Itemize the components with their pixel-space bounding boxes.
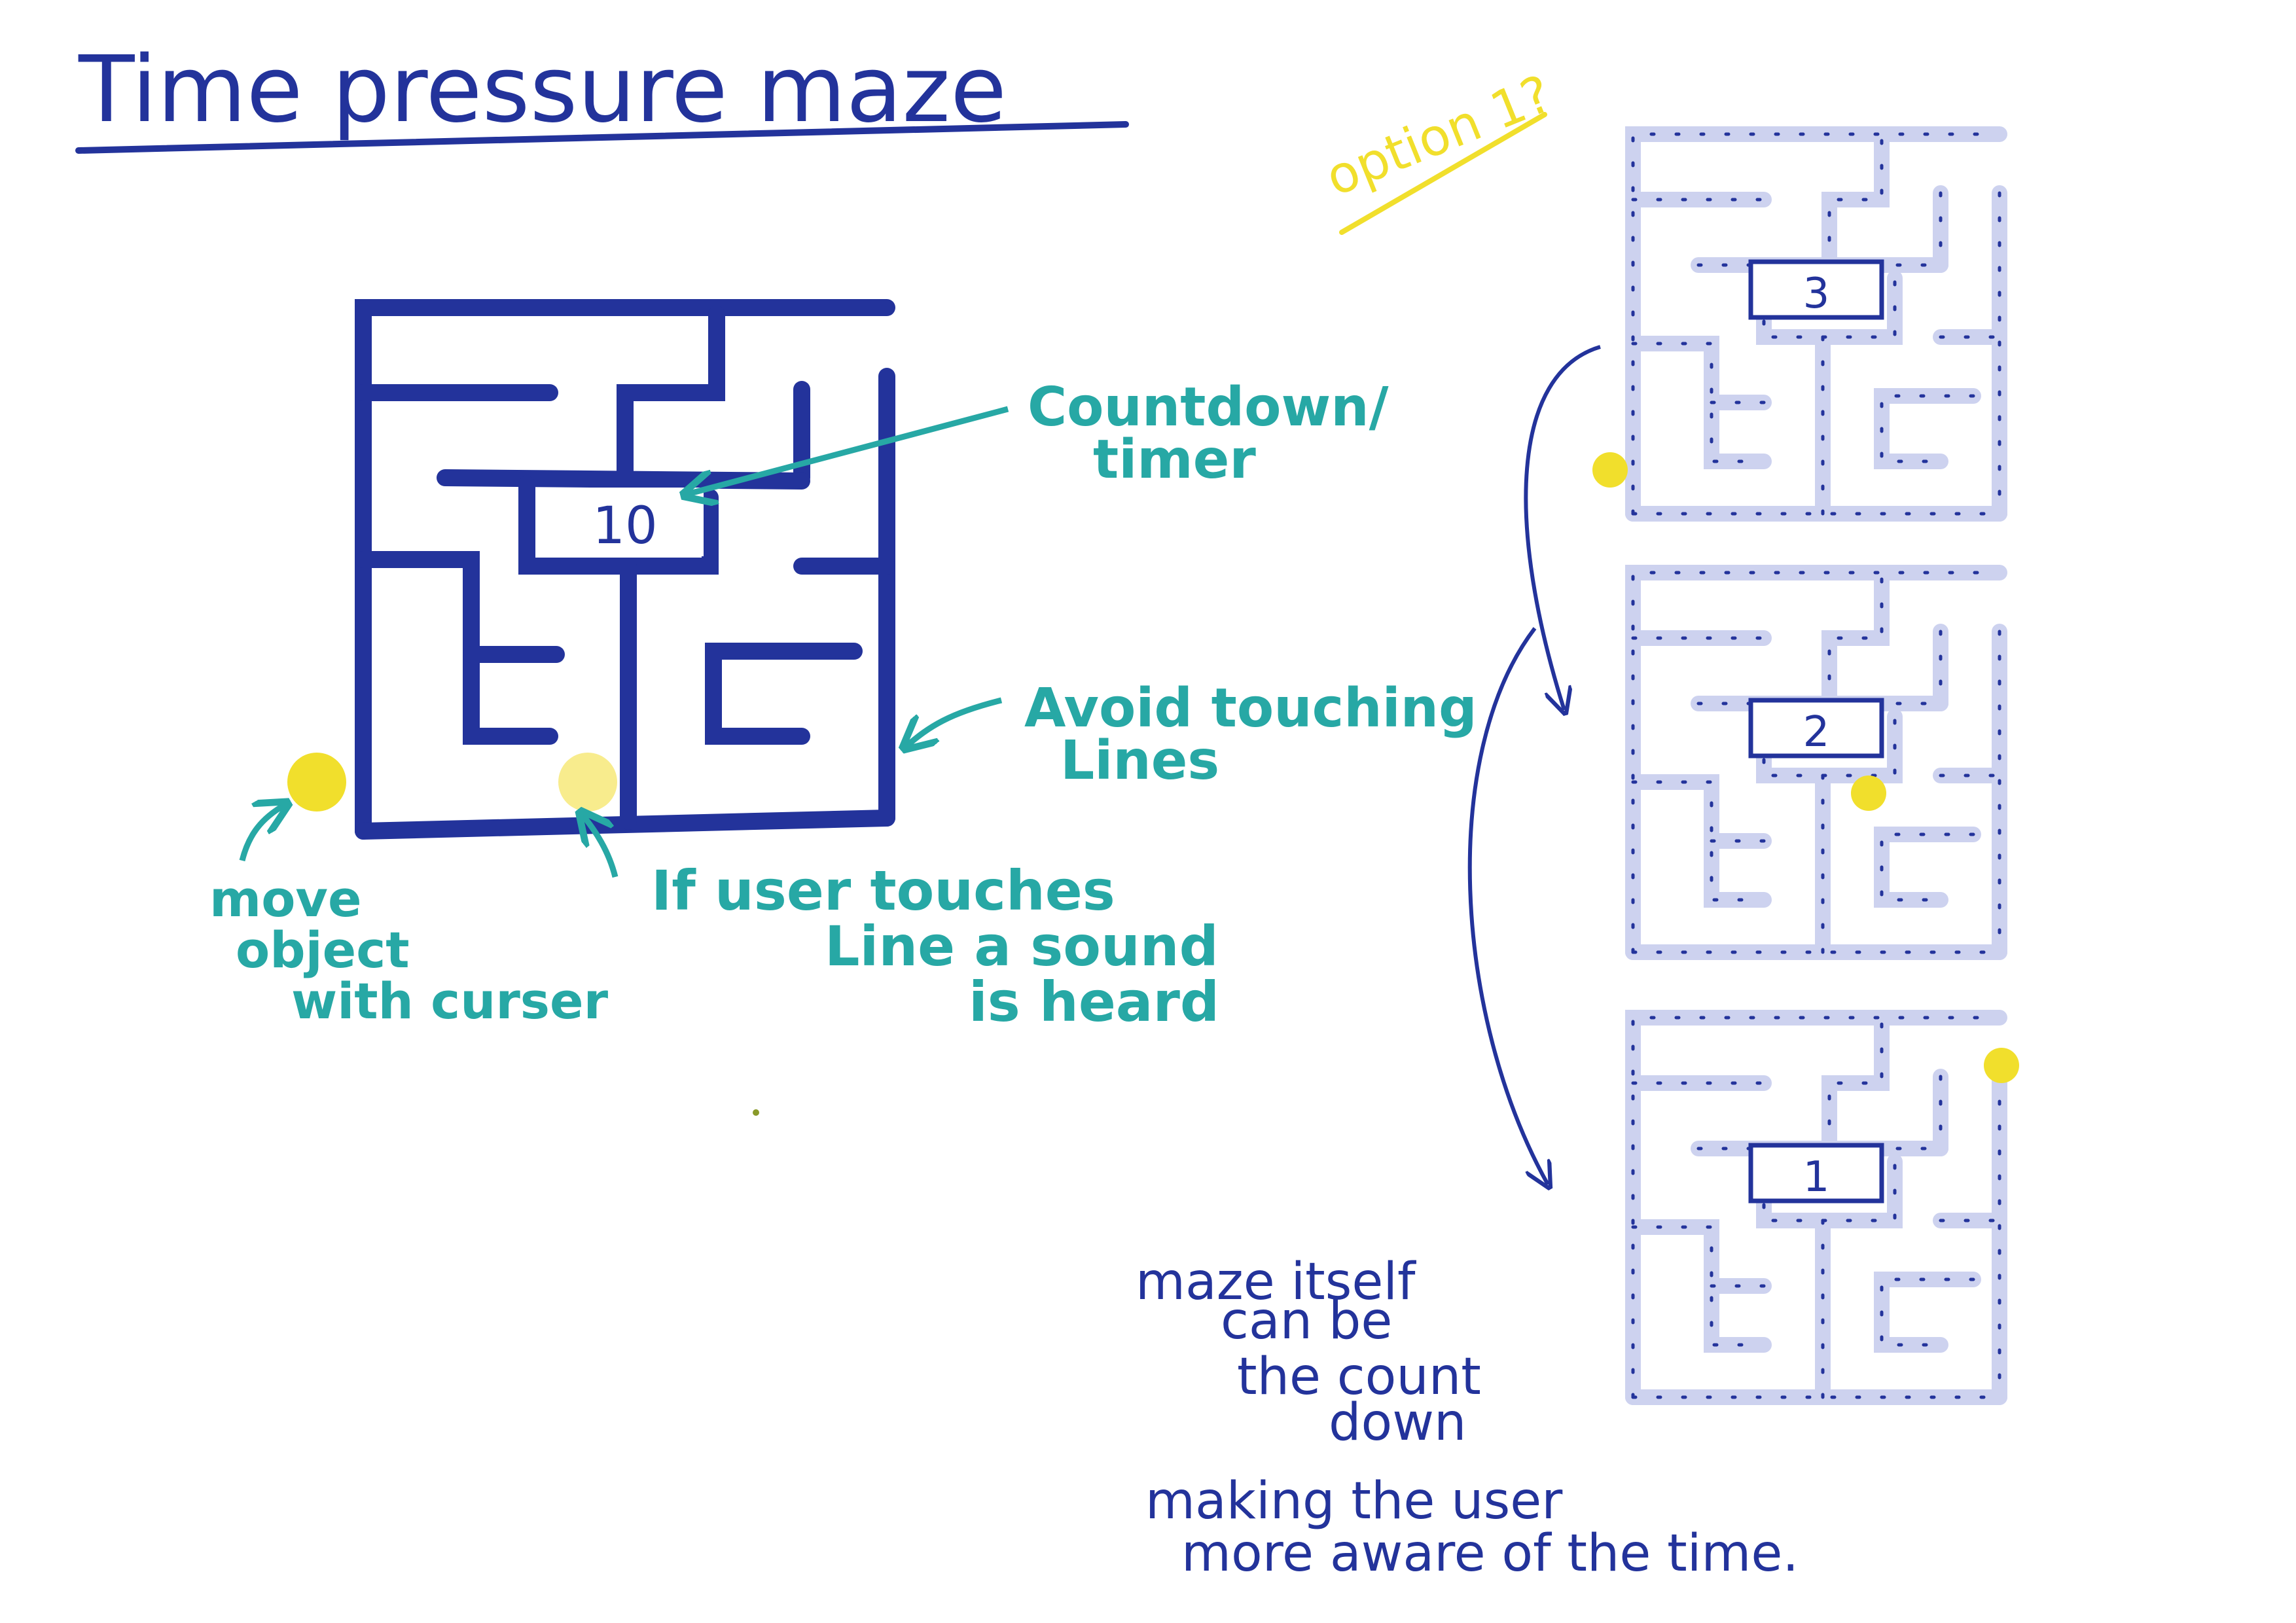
avoid-lines-annotation: Avoid touching Lines (906, 677, 1477, 792)
svg-text:is heard: is heard (969, 970, 1219, 1034)
player-object-maze-2[interactable] (1851, 776, 1886, 811)
player-object-maze-3[interactable] (1592, 452, 1628, 488)
svg-text:option 1?: option 1? (1318, 64, 1560, 207)
svg-text:Line a sound: Line a sound (825, 914, 1219, 978)
countdown-digit: 1 (1803, 1153, 1830, 1202)
option-label: option 1? (1318, 64, 1560, 232)
countdown-note: maze itself can be the count down making… (1136, 1253, 1799, 1583)
player-object-touching[interactable] (558, 753, 617, 812)
main-maze (363, 308, 887, 831)
timer-value: 10 (592, 497, 657, 556)
svg-text:timer: timer (1093, 429, 1256, 491)
player-object-maze-1[interactable] (1984, 1048, 2019, 1083)
svg-text:more aware of the time.: more aware of the time. (1181, 1524, 1799, 1583)
player-object-start[interactable] (287, 753, 346, 812)
sequence-arrow-2-to-1 (1470, 628, 1548, 1185)
svg-text:making the user: making the user (1145, 1472, 1563, 1531)
ink-dot (753, 1109, 759, 1116)
svg-text:Lines: Lines (1060, 730, 1219, 792)
page-title: Time pressure maze (78, 37, 1007, 143)
countdown-maze-1: 1 (1633, 1018, 2000, 1397)
countdown-maze-3: 3 (1633, 134, 2000, 514)
svg-text:move: move (209, 870, 362, 928)
move-object-annotation: move object with curser (209, 805, 609, 1030)
sequence-arrow-3-to-2 (1526, 347, 1600, 710)
svg-text:can be: can be (1221, 1292, 1392, 1351)
countdown-digit: 2 (1803, 708, 1830, 757)
svg-text:object: object (236, 921, 410, 979)
countdown-digit: 3 (1803, 270, 1830, 318)
svg-text:with curser: with curser (291, 972, 609, 1030)
sound-annotation: If user touches Line a sound is heard (583, 815, 1219, 1034)
svg-text:If user touches: If user touches (651, 859, 1115, 923)
timer-box: 10 (543, 488, 704, 556)
svg-text:down: down (1329, 1393, 1466, 1452)
countdown-maze-2: 2 (1633, 573, 2000, 952)
